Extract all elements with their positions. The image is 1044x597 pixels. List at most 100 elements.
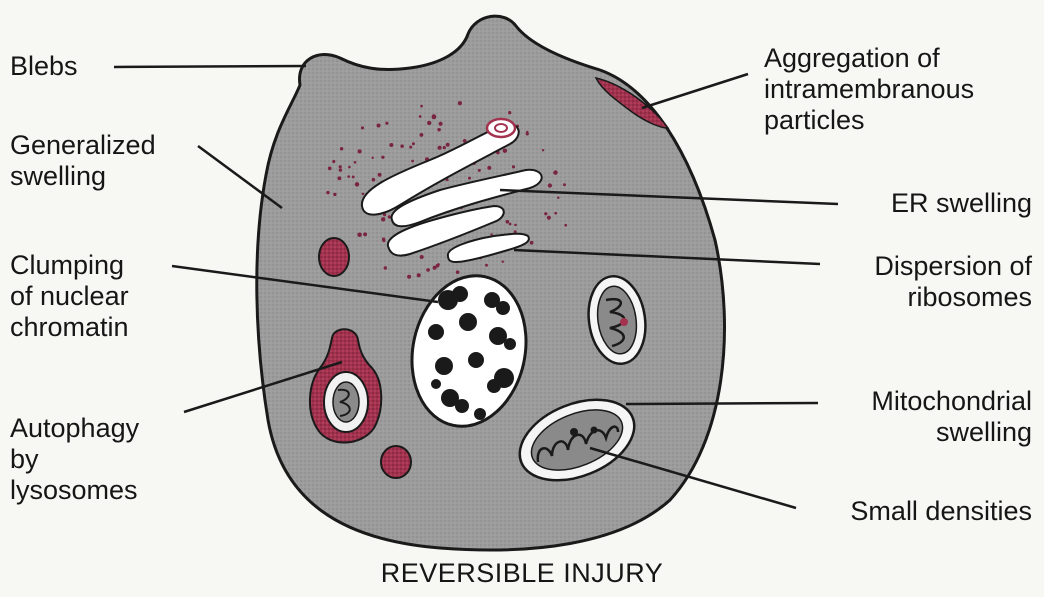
- label-line: Clumping: [10, 250, 129, 281]
- ribosome-dot: [409, 146, 412, 149]
- ribosome-dot: [554, 212, 557, 215]
- pink-vesicle: [487, 119, 515, 137]
- ribosome-dot: [563, 183, 566, 186]
- ribosome-dot: [485, 264, 488, 267]
- label-line: particles: [764, 105, 974, 136]
- ribosome-dot: [348, 166, 351, 169]
- label-line: swelling: [10, 161, 156, 192]
- label-line: Mitochondrial: [871, 386, 1032, 417]
- label-mitochondrial-swelling: Mitochondrialswelling: [871, 386, 1032, 448]
- ribosome-dot: [490, 233, 492, 235]
- ribosome-dot: [354, 161, 357, 164]
- ribosome-dot: [420, 255, 424, 259]
- ribosome-dot: [458, 101, 462, 105]
- ribosome-dot: [468, 177, 471, 180]
- ribosome-dot: [542, 149, 544, 151]
- ribosome-dot: [337, 176, 341, 180]
- ribosome-dot: [553, 170, 557, 174]
- label-line: of nuclear: [10, 281, 129, 312]
- label-line: swelling: [871, 417, 1032, 448]
- ribosome-dot: [502, 260, 504, 262]
- ribosome-dot: [328, 167, 332, 171]
- ribosome-dot: [557, 196, 559, 198]
- ribosome-dot: [548, 183, 552, 187]
- ribosome-dot: [427, 121, 431, 125]
- ribosome-dot: [352, 175, 355, 178]
- ribosome-dot: [412, 142, 415, 145]
- label-er-swelling: ER swelling: [891, 188, 1032, 219]
- label-line: Small densities: [850, 496, 1032, 527]
- label-line: Autophagy: [10, 413, 139, 444]
- ribosome-dot: [426, 268, 430, 272]
- label-blebs: Blebs: [10, 51, 78, 82]
- label-line: chromatin: [10, 312, 129, 343]
- label-line: ribosomes: [874, 282, 1032, 313]
- label-line: lysosomes: [10, 475, 139, 506]
- ribosome-dot: [389, 143, 393, 147]
- ribosome-dot: [419, 133, 423, 137]
- ribosome-dot: [388, 215, 391, 218]
- ribosome-dot: [326, 191, 329, 194]
- ribosome-dot: [478, 169, 481, 172]
- label-line: intramembranous: [764, 74, 974, 105]
- ribosome-dot: [432, 114, 436, 118]
- ribosome-dot: [372, 178, 376, 182]
- ribosome-dot: [420, 105, 423, 108]
- ribosome-dot: [564, 224, 567, 227]
- ribosome-dot: [456, 270, 460, 274]
- ribosome-dot: [381, 156, 384, 159]
- ribosome-dot: [437, 128, 440, 131]
- label-line: Generalized: [10, 130, 156, 161]
- label-line: Blebs: [10, 51, 78, 82]
- ribosome-dot: [340, 147, 344, 151]
- ribosome-dot: [355, 182, 360, 187]
- ribosome-dot: [361, 126, 364, 129]
- label-autophagy-by-lysosomes: Autophagybylysosomes: [10, 413, 139, 506]
- label-line: by: [10, 444, 139, 475]
- diagram-title: REVERSIBLE INJURY: [0, 558, 1044, 589]
- ribosome-dot: [339, 165, 342, 168]
- ribosome-dot: [358, 149, 362, 153]
- ribosome-dot: [382, 237, 385, 240]
- ribosome-dot: [437, 263, 440, 266]
- ribosome-dot: [362, 193, 365, 196]
- label-line: Dispersion of: [874, 251, 1032, 282]
- ribosome-dot: [433, 266, 437, 270]
- ribosome-dot: [512, 165, 515, 168]
- ribosome-dot: [332, 160, 335, 163]
- ribosome-dot: [438, 146, 442, 150]
- label-line: ER swelling: [891, 188, 1032, 219]
- label-line: Aggregation of: [764, 43, 974, 74]
- lysosome-upper: [319, 238, 349, 276]
- ribosome-dot: [407, 275, 411, 279]
- ribosome-dot: [378, 173, 382, 177]
- ribosome-dot: [544, 212, 547, 215]
- ribosome-dot: [385, 122, 388, 125]
- ribosome-dot: [384, 266, 387, 269]
- ribosome-dot: [347, 175, 350, 178]
- ribosome-dot: [508, 111, 511, 114]
- ribosome-dot: [526, 132, 529, 135]
- ribosome-dot: [514, 224, 517, 227]
- leader-mito-swelling: [626, 403, 818, 404]
- leader-aggregation: [642, 74, 748, 108]
- ribosome-dot: [381, 217, 385, 221]
- ribosome-dot: [363, 232, 367, 236]
- ribosome-dot: [400, 144, 404, 148]
- ribosome-dot: [506, 220, 510, 224]
- ribosome-dot: [446, 143, 450, 147]
- ribosome-dot: [443, 146, 446, 149]
- ribosome-dot: [377, 124, 381, 128]
- ribosome-dot: [547, 216, 551, 220]
- ribosome-dot: [514, 230, 517, 233]
- ribosome-dot: [371, 157, 373, 159]
- ribosome-dot: [411, 160, 414, 163]
- ribosome-dot: [503, 148, 508, 153]
- ribosome-dot: [439, 122, 443, 126]
- ribosome-dot: [339, 168, 342, 171]
- ribosome-dot: [417, 273, 421, 277]
